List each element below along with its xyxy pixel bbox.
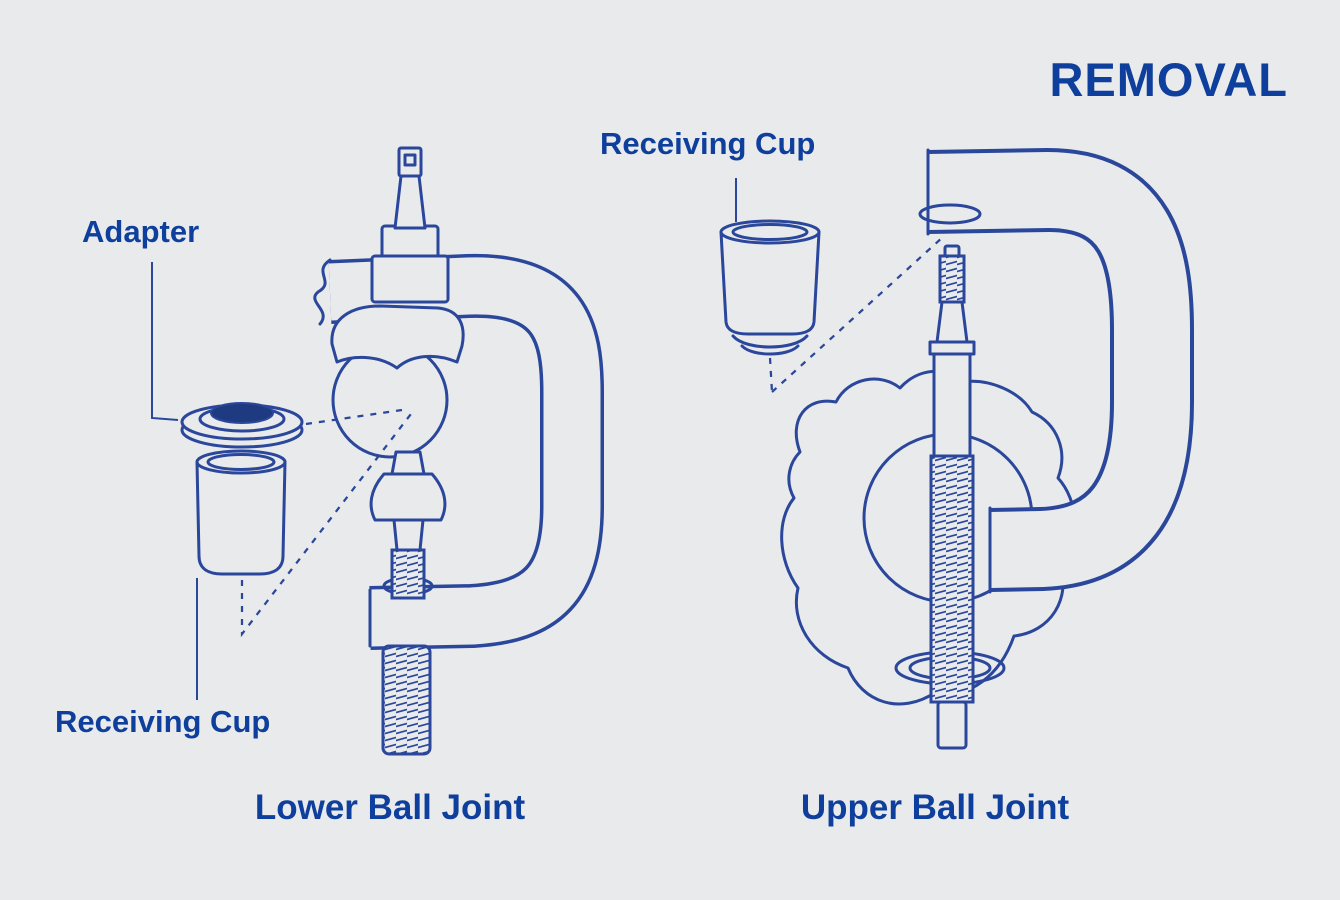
- adapter-top-face: [210, 402, 274, 424]
- adapter-disc: [180, 402, 304, 449]
- lower-stud-threads: [390, 548, 426, 600]
- receiving-cup-lower: [195, 449, 287, 576]
- screw-tip-threads: [938, 254, 966, 304]
- upper-stud-tip: [397, 146, 423, 178]
- receiving-cup-upper: [719, 219, 821, 356]
- torn-edge: [313, 258, 332, 326]
- lower-ball-joint-caption: Lower Ball Joint: [254, 788, 526, 827]
- c-clamp-frame-upper: [918, 148, 1194, 594]
- upper-ball-joint-caption: Upper Ball Joint: [800, 788, 1070, 827]
- dust-boot: [369, 472, 447, 522]
- screw-collar: [928, 340, 976, 356]
- leader-lines-lower: [151, 262, 198, 700]
- forcing-screw-threads: [381, 644, 432, 756]
- lower-stud-neck: [390, 450, 426, 476]
- screw-taper: [935, 300, 969, 344]
- screw-smooth-shaft: [932, 352, 972, 458]
- screw-main-threads: [929, 454, 975, 704]
- press-forcing-screw-upper: [928, 244, 976, 750]
- upper-stud-shaft: [393, 174, 427, 230]
- lower-ball-joint-illustration: [151, 146, 604, 756]
- removal-title: REMOVAL: [1049, 53, 1288, 106]
- adapter-label: Adapter: [82, 214, 200, 249]
- press-hole: [918, 203, 982, 225]
- upper-ball-joint-illustration: [719, 148, 1194, 750]
- lower-stud-taper: [392, 518, 425, 552]
- alignment-dashes-lower: [240, 408, 415, 638]
- ball-joint-housing: [330, 304, 465, 370]
- stud-nut-lower: [370, 254, 450, 304]
- ball-joint-assembly: [330, 146, 465, 600]
- press-forcing-screw-lower: [381, 644, 432, 756]
- alignment-dashes-upper: [768, 235, 945, 393]
- receiving-cup-label-upper: Receiving Cup: [600, 126, 816, 161]
- receiving-cup-label-lower: Receiving Cup: [55, 704, 271, 739]
- screw-drive-end: [936, 700, 968, 750]
